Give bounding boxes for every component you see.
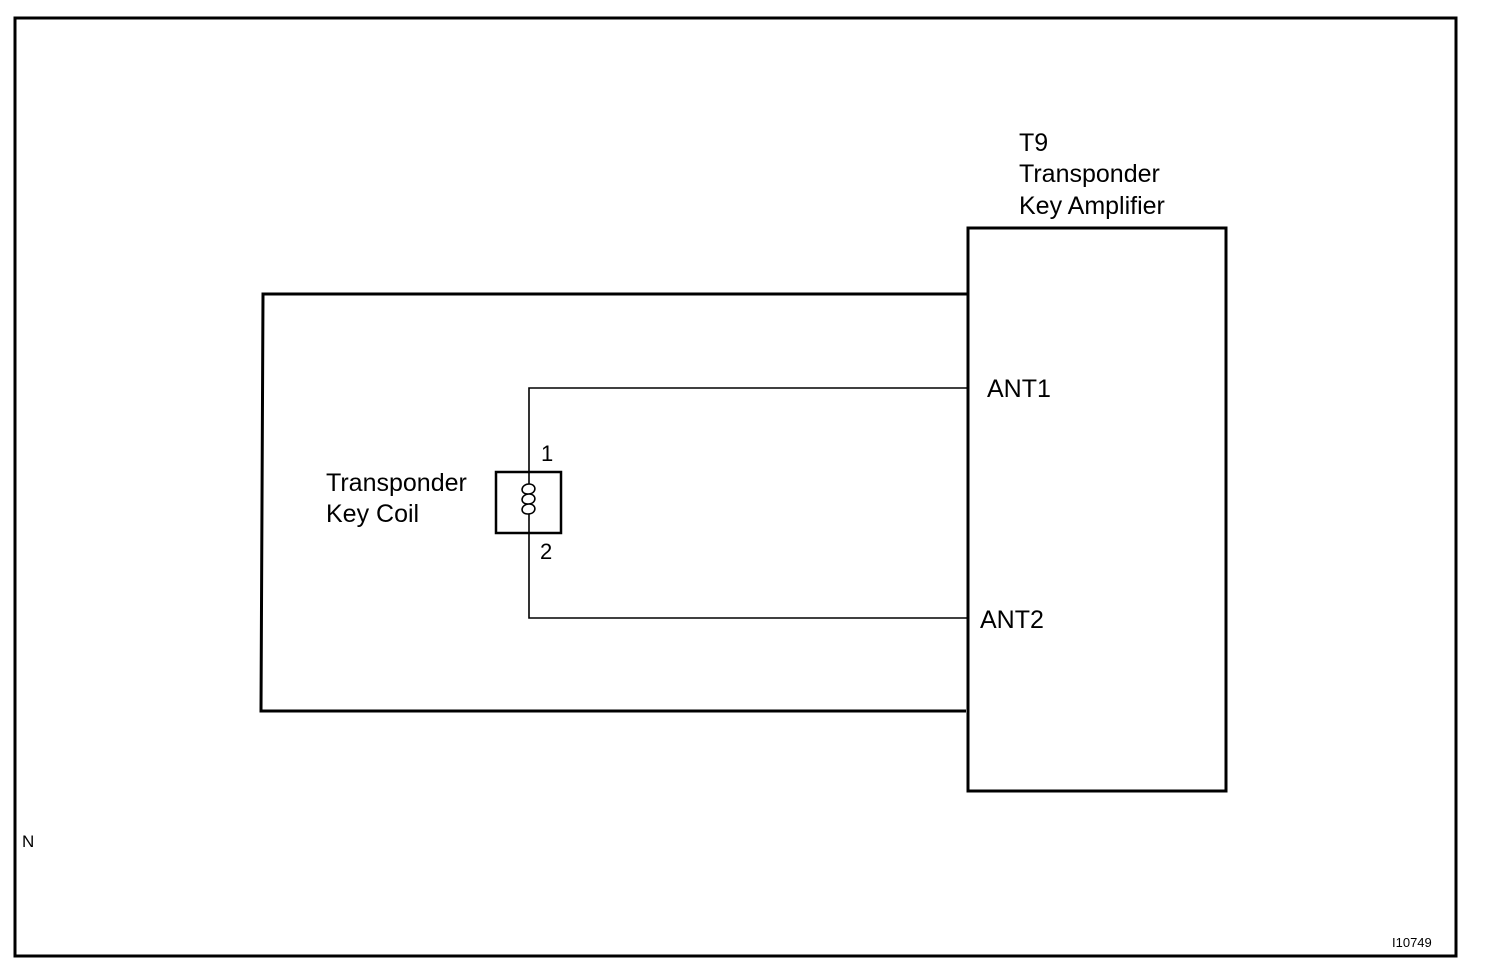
amplifier-name-line1: Transponder: [1019, 160, 1160, 188]
figure-id: I10749: [1392, 935, 1432, 950]
wire-ant2: [528, 533, 968, 619]
terminal-ant2-label: ANT2: [980, 606, 1044, 634]
coil-pin-1-label: 1: [541, 441, 554, 466]
corner-mark: N: [22, 832, 35, 851]
amplifier-name-line2: Key Amplifier: [1019, 192, 1165, 220]
amplifier-box: [966, 226, 1228, 793]
coil-icon: [521, 483, 536, 521]
wire-ant1: [528, 387, 968, 472]
coil-name-line2: Key Coil: [326, 500, 420, 528]
shield-wire: [259, 292, 968, 713]
page-frame: [13, 16, 1458, 958]
coil-pin-2-label: 2: [540, 539, 553, 564]
amplifier-code: T9: [1019, 129, 1049, 157]
terminal-ant1-label: ANT1: [987, 375, 1051, 403]
coil-name-line1: Transponder: [326, 469, 467, 497]
